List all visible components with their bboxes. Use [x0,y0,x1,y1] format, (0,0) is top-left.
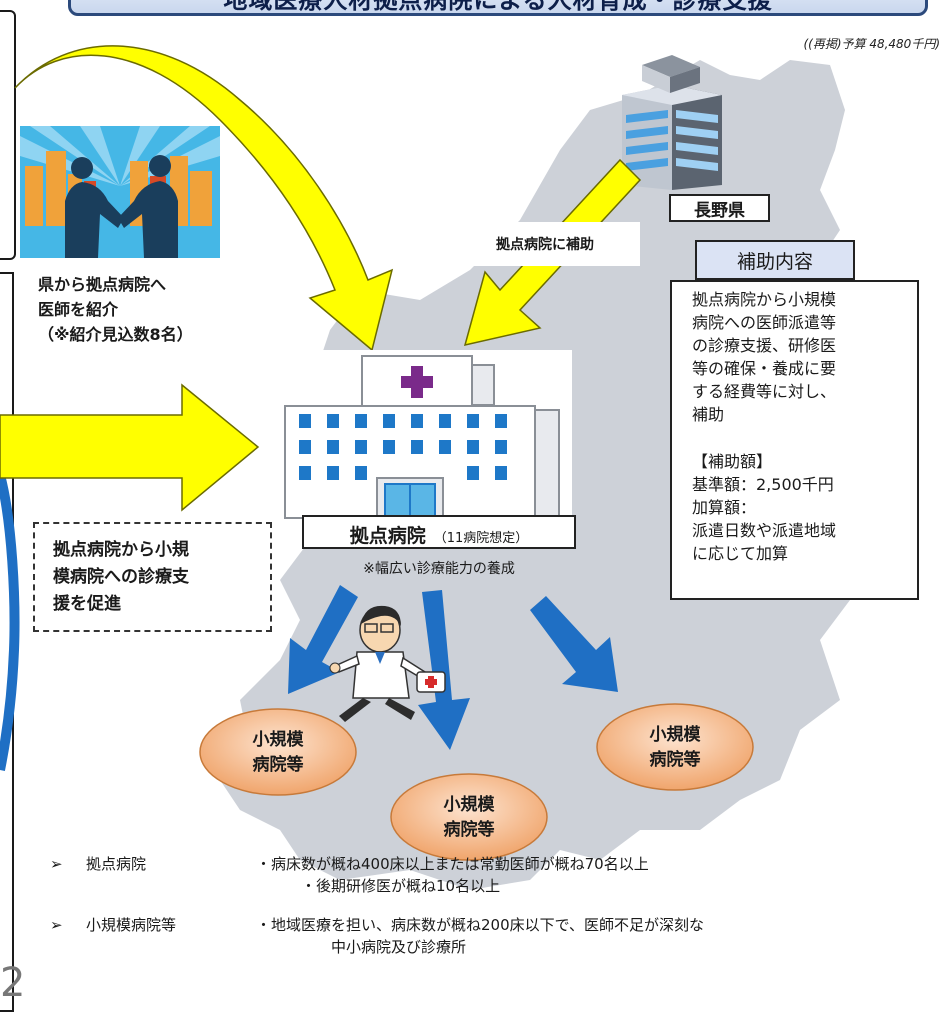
hub-name: 拠点病院 [349,525,426,547]
aid-body: 拠点病院から小規模 病院への医師派遣等 の診療支援、研修医 等の確保・養成に要 … [670,280,919,600]
blue-circle-edge [0,473,20,771]
doctor-icon [329,605,446,722]
small-hospital-1-shape [199,708,357,796]
promotion-box: 拠点病院から小規 模病院への診療支 援を促進 [33,522,272,632]
small-hospital-1: 小規模 病院等 [252,730,304,775]
note-hub-hospital: ➢ 拠点病院 ・病床数が概ね400床以上または常勤医師が概ね70名以上 ・後期研… [50,853,940,897]
page-number: 2 [0,960,26,1006]
budget-label: ((再掲)予算 48,480千円) [803,37,940,51]
small-hospital-3-shape [596,703,754,791]
big-right-arrow [0,383,260,512]
note-definition: ・地域医療を担い、病床数が概ね200床以下で、医師不足が深刻な 中小病院及び診療… [256,916,705,956]
blue-arrow-left [288,585,358,694]
small-hospital-2: 小規模 病院等 [443,795,495,840]
prefecture-building-icon [622,55,722,190]
aid-header: 補助内容 [695,240,855,280]
aid-description: 拠点病院から小規模 病院への医師派遣等 の診療支援、研修医 等の確保・養成に要 … [692,290,837,424]
referral-arrow [14,45,394,352]
page-title: 地域医療人材拠点病院による人材育成・診療支援 [223,0,773,14]
subsidy-label: 拠点病院に補助 [450,222,640,266]
small-hospital-3: 小規模 病院等 [649,725,701,770]
aid-amount: 【補助額】 基準額：2,500千円 加算額： 派遣日数や派遣地域 に応じて加算 [692,452,837,563]
hub-hospital-icon [277,350,572,520]
handshake-image [20,126,220,258]
note-small-hospital: ➢ 小規模病院等 ・地域医療を担い、病床数が概ね200床以下で、医師不足が深刻な… [50,914,940,958]
prefecture-label: 長野県 [669,194,770,222]
hub-note: （11病院想定） [433,531,529,546]
hub-subtitle: ※幅広い診療能力の養成 [363,561,515,577]
left-panel-top [0,10,16,260]
note-term: 拠点病院 [86,855,147,873]
note-definition: ・病床数が概ね400床以上または常勤医師が概ね70名以上 ・後期研修医が概ね10… [256,855,649,895]
note-term: 小規模病院等 [86,916,177,934]
definitions-notes: ➢ 拠点病院 ・病床数が概ね400床以上または常勤医師が概ね70名以上 ・後期研… [50,853,940,958]
note-bullet-icon: ➢ [50,916,63,934]
title-banner: 地域医療人材拠点病院による人材育成・診療支援 [68,0,928,16]
blue-arrow-middle [418,590,470,750]
note-bullet-icon: ➢ [50,855,63,873]
blue-arrow-right [530,596,618,692]
hub-label: 拠点病院 （11病院想定） [302,515,576,549]
small-hospital-2-shape [390,773,548,861]
referral-text: 県から拠点病院へ 医師を紹介 （※紹介見込数8名） [38,275,193,344]
